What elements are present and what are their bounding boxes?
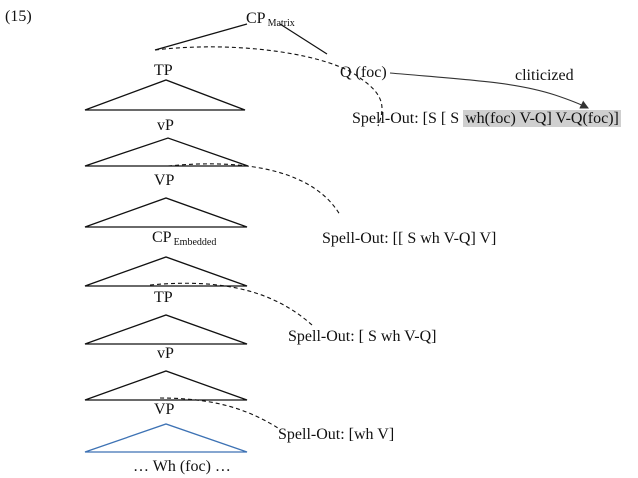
spellout-1: Spell-Out: [S [ S wh(foc) V-Q] V-Q(foc)] [352,110,621,127]
cp-matrix-right-branch [279,23,328,55]
cliticized-label: cliticized [515,67,574,84]
vp-small-top-triangle [84,137,249,167]
spellout-1-highlight: wh(foc) V-Q] V-Q(foc)] [463,110,621,127]
vp-small-low-triangle [84,370,248,401]
vp-small-top-label: vP [157,117,174,134]
spellout-connector-1 [154,46,383,127]
tp-top-triangle [84,79,246,111]
spellout-4: Spell-Out: [wh V] [278,426,395,443]
tp-low-label: TP [154,289,173,306]
cliticized-arrow [389,72,589,109]
spellout-connector-2 [167,163,341,216]
cp-matrix-head: CP [246,10,266,27]
cp-embedded-triangle [84,256,248,287]
cp-matrix-subscript: Matrix [267,18,295,29]
bottom-wh-label: … Wh (foc) … [133,458,231,475]
tp-top-label: TP [154,62,173,79]
cp-embedded-subscript: Embedded [173,237,217,248]
vp-small-low-label: vP [157,345,174,362]
spellout-connector-3 [149,282,313,326]
spellout-3: Spell-Out: [ S wh V-Q] [288,328,437,345]
spellout-2: Spell-Out: [[ S wh V-Q] V] [322,230,497,247]
vp-big-low-label: VP [154,401,175,418]
vp-big-top-label: VP [154,172,175,189]
vp-big-top-triangle [84,197,248,228]
tp-low-triangle [84,314,248,345]
spellout-1-prefix: Spell-Out: [S [ S [352,110,464,127]
cp-embedded-head: CP [152,229,172,246]
vp-big-low-triangle [84,423,248,453]
spellout-connector-4 [159,397,279,429]
example-number: (15) [5,8,32,25]
q-foc-label: Q (foc) [340,64,387,81]
cp-matrix-left-branch [154,23,248,51]
